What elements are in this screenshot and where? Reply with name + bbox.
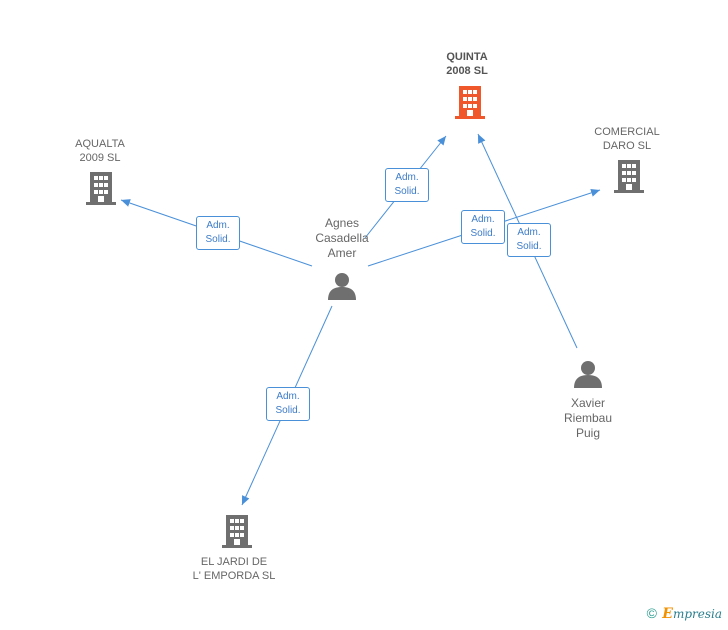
edge-label-line: Solid. bbox=[470, 228, 496, 239]
node-label-line: QUINTA bbox=[446, 51, 488, 63]
edge-label-agnes-jardi[interactable]: Adm. Solid. bbox=[266, 387, 310, 421]
edge-label-xavier-quinta[interactable]: Adm. Solid. bbox=[507, 223, 551, 257]
footer-brand: © Empresia bbox=[647, 605, 722, 622]
building-icon[interactable] bbox=[455, 86, 485, 119]
edge-label-line: Adm. bbox=[206, 220, 230, 231]
edge-label-line: Solid. bbox=[394, 186, 420, 197]
node-label-agnes[interactable]: Agnes Casadella Amer bbox=[302, 216, 382, 261]
node-label-line: Agnes bbox=[324, 216, 360, 230]
node-label-line: AQUALTA bbox=[75, 138, 125, 150]
edge-label-line: Solid. bbox=[516, 241, 542, 252]
edge-label-line: Solid. bbox=[205, 234, 231, 245]
node-label-line: Amer bbox=[327, 246, 357, 260]
node-label-line: Xavier bbox=[570, 396, 605, 410]
edge-label-line: Adm. bbox=[276, 391, 300, 402]
edge-label-line: Adm. bbox=[395, 172, 419, 183]
node-label-line: COMERCIAL bbox=[594, 126, 660, 138]
node-label-aqualta[interactable]: AQUALTA 2009 SL bbox=[60, 137, 140, 165]
edge-label-line: Adm. bbox=[517, 227, 541, 238]
edge-label-agnes-aqualta[interactable]: Adm. Solid. bbox=[196, 216, 240, 250]
node-label-line: EL JARDI DE bbox=[200, 556, 268, 568]
copyright-icon: © bbox=[646, 605, 657, 621]
edge-label-agnes-quinta[interactable]: Adm. Solid. bbox=[385, 168, 429, 202]
building-icon[interactable] bbox=[222, 515, 252, 548]
edge-label-line: Solid. bbox=[275, 405, 301, 416]
building-icon[interactable] bbox=[86, 172, 116, 205]
node-label-quinta[interactable]: QUINTA 2008 SL bbox=[430, 50, 504, 78]
node-label-line: Puig bbox=[575, 426, 601, 440]
building-icon[interactable] bbox=[614, 160, 644, 193]
node-label-line: Casadella bbox=[315, 231, 369, 245]
brand-initial: E bbox=[662, 606, 673, 622]
edge-label-agnes-comercial[interactable]: Adm. Solid. bbox=[461, 210, 505, 244]
node-label-line: 2009 SL bbox=[79, 152, 121, 164]
brand-name: mpresia bbox=[672, 607, 722, 621]
person-icon[interactable] bbox=[574, 361, 602, 388]
edge-label-line: Adm. bbox=[471, 214, 495, 225]
person-icon[interactable] bbox=[328, 273, 356, 300]
node-label-line: L' EMPORDA SL bbox=[192, 570, 276, 582]
node-label-jardi[interactable]: EL JARDI DE L' EMPORDA SL bbox=[188, 555, 280, 583]
node-label-comercial[interactable]: COMERCIAL DARO SL bbox=[586, 125, 668, 153]
node-label-line: 2008 SL bbox=[446, 65, 488, 77]
node-label-xavier[interactable]: Xavier Riembau Puig bbox=[548, 396, 628, 441]
node-label-line: Riembau bbox=[563, 411, 613, 425]
node-label-line: DARO SL bbox=[602, 140, 652, 152]
